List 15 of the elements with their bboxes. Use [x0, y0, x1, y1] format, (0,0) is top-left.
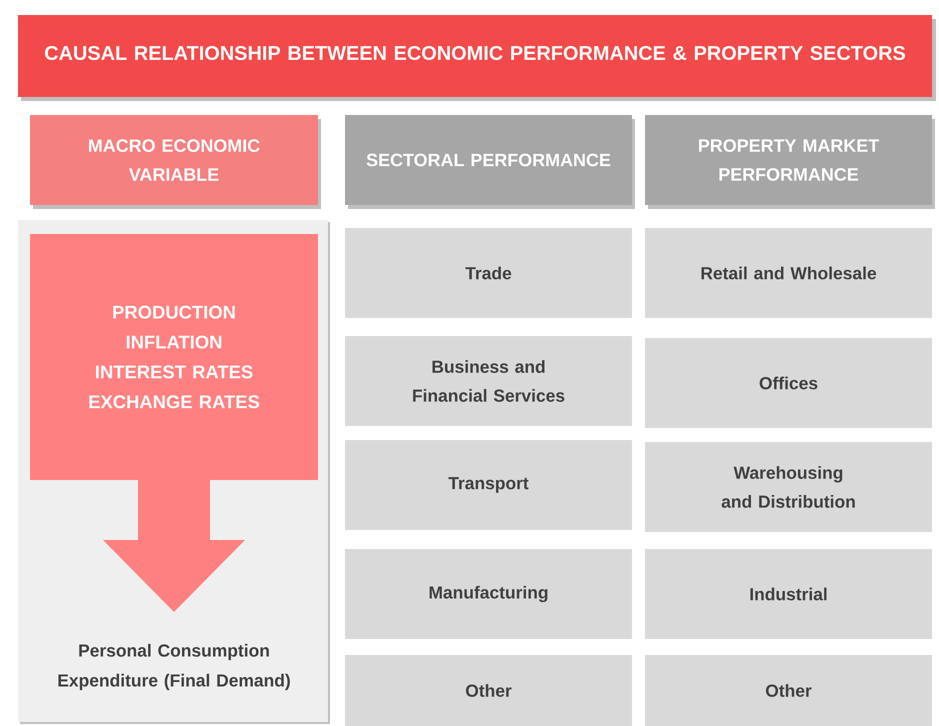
column-header: PROPERTY MARKET PERFORMANCE [645, 115, 935, 209]
result-text: Personal Consumption Expenditure (Final Demand) [58, 644, 290, 690]
category-cell: Industrial [645, 549, 932, 639]
column-header: SECTORAL PERFORMANCE [345, 115, 635, 209]
category-cell: Transport [345, 440, 632, 530]
category-cell: Warehousing and Distribution [645, 442, 932, 532]
category-cell: Business and Financial Services [345, 336, 632, 426]
category-cell: Other [345, 655, 632, 726]
category-cell: Trade [345, 228, 632, 318]
category-cell: Offices [645, 338, 932, 428]
category-cell: Other [645, 655, 932, 726]
category-cell: Retail and Wholesale [645, 228, 932, 318]
column-header: MACRO ECONOMIC VARIABLE [30, 115, 321, 209]
title-banner: CAUSAL RELATIONSHIP BETWEEN ECONOMIC PERFORMANCE & PROPERTY SECTORS [18, 15, 936, 101]
category-cell: Manufacturing [345, 549, 632, 639]
